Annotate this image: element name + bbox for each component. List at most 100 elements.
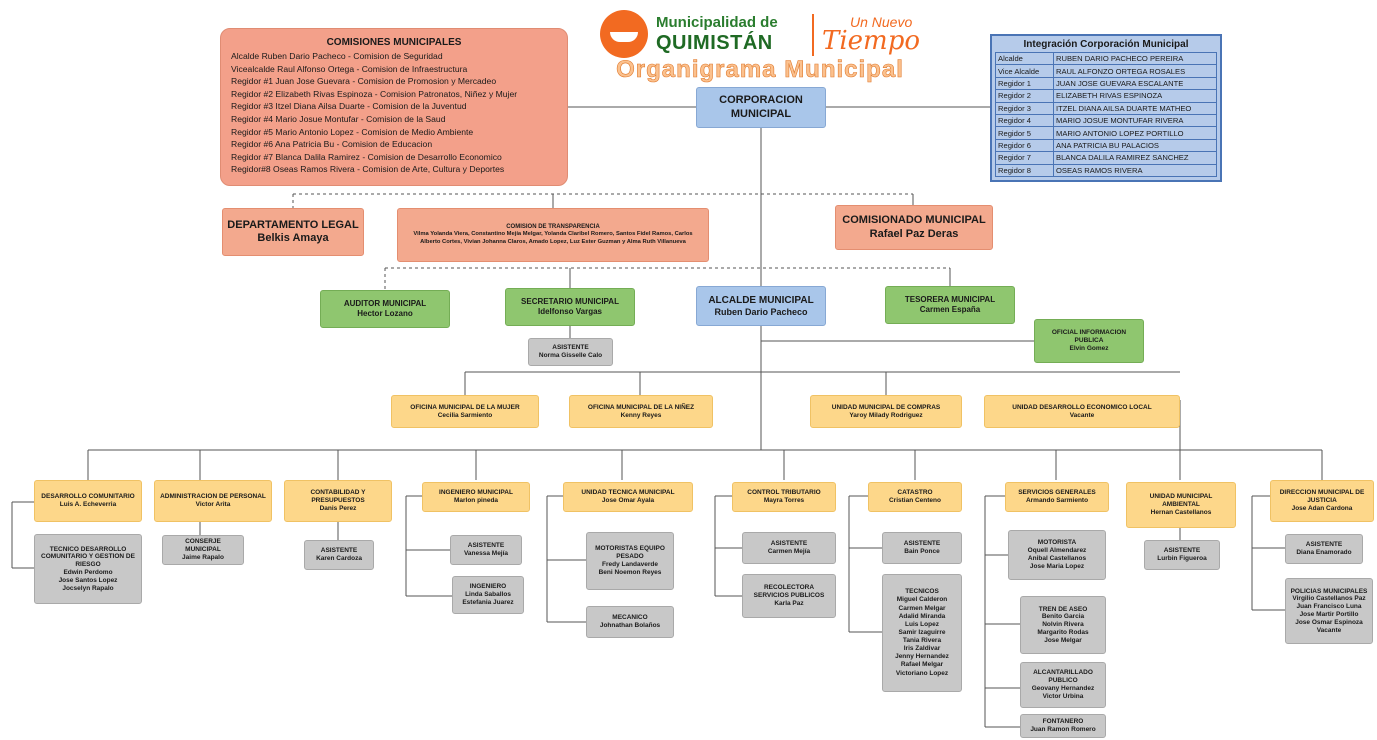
node-title: INGENIERO MUNICIPAL [439, 489, 513, 497]
role-cell: Regidor 4 [995, 113, 1054, 128]
node-ingeniero-ingenieros: INGENIERO Linda Saballos Estefania Juare… [452, 576, 524, 614]
node-title: CONSERJE MUNICIPAL [185, 538, 221, 554]
node-person: Luis A. Echeverria [59, 501, 117, 508]
comision-item: Vicealcalde Raul Alfonso Ortega - Comisi… [231, 63, 468, 74]
node-title: ASISTENTE [903, 540, 941, 548]
role-cell: Regidor 6 [995, 138, 1054, 153]
node-auditor-municipal: AUDITOR MUNICIPAL Hector Lozano [320, 290, 450, 328]
node-title: MECANICO [612, 614, 648, 622]
node-member: Victoriano Lopez [895, 669, 949, 677]
node-person: Karla Paz [774, 599, 804, 607]
node-member: Beni Noemon Reyes [598, 568, 662, 576]
node-member: Estefania Juarez [462, 598, 514, 606]
node-person: Armando Sarmiento [1025, 497, 1089, 504]
node-title: ALCALDE MUNICIPAL [708, 294, 814, 306]
role-cell: Regidor 8 [995, 163, 1054, 177]
role-cell: Regidor 7 [995, 151, 1054, 165]
node-title: OFICINA MUNICIPAL DE LA MUJER [410, 403, 520, 411]
node-member: Jose Melgar [1044, 636, 1082, 644]
node-member: Juan Francisco Luna [1296, 603, 1362, 611]
node-member: Margarito Rodas [1037, 628, 1089, 636]
name-cell: JUAN JOSE GUEVARA ESCALANTE [1053, 76, 1217, 91]
node-title: OFICIAL INFORMACION PUBLICA [1051, 329, 1127, 345]
comision-item: Regidor #3 Itzel Diana Ailsa Duarte - Co… [231, 101, 467, 112]
node-recolectora: RECOLECTORA SERVICIOS PUBLICOS Karla Paz [742, 574, 836, 618]
node-unidad-compras: UNIDAD MUNICIPAL DE COMPRAS Yaroy Milady… [810, 395, 962, 428]
node-member: Samir Izaguirre [898, 628, 946, 636]
role-cell: Regidor 3 [995, 101, 1054, 115]
node-title: UNIDAD TECNICA MUNICIPAL [581, 489, 675, 497]
node-title: CONTROL TRIBUTARIO [747, 489, 821, 497]
node-member: Vacante [1316, 626, 1342, 634]
node-member: Adalid Miranda [898, 612, 946, 620]
node-title: DIRECCION MUNICIPAL DE JUSTICIA [1279, 489, 1365, 505]
name-cell: RAUL ALFONZO ORTEGA ROSALES [1053, 64, 1217, 78]
name-cell: MARIO JOSUE MONTUFAR RIVERA [1053, 113, 1217, 128]
node-member: Luis Lopez [905, 620, 939, 628]
node-person: Carmen Mejía [767, 548, 811, 555]
comision-item: Regidor #7 Blanca Dalila Ramirez - Comis… [231, 151, 502, 162]
logo-line2: QUIMISTÁN [656, 32, 773, 54]
node-secretario-municipal: SECRETARIO MUNICIPAL Idelfonso Vargas [505, 288, 635, 326]
node-ingeniero-asistente: ASISTENTE Vanessa Mejía [450, 535, 522, 565]
node-member: Edwin Perdomo [63, 569, 113, 576]
node-title: TREN DE ASEO [1038, 605, 1088, 613]
node-person: Norma Gisselle Calo [538, 352, 603, 359]
comisiones-title: COMISIONES MUNICIPALES [326, 37, 462, 48]
node-member: Oquell Almendarez [1027, 547, 1087, 555]
node-title: POLICIAS MUNICIPALES [1290, 587, 1368, 595]
node-title: INGENIERO [469, 583, 507, 591]
node-person: Cristian Centeno [888, 497, 941, 504]
comision-item: Regidor #4 Mario Josue Montufar - Comisi… [231, 113, 446, 124]
node-member: Jose Martir Portillo [1299, 611, 1359, 618]
role-cell: Alcalde [995, 51, 1054, 66]
node-title: UNIDAD DESARROLLO ECONOMICO LOCAL [1012, 403, 1152, 411]
node-departamento-legal: DEPARTAMENTO LEGAL Belkis Amaya [222, 208, 364, 256]
node-tecnicos-catastro: TECNICOS Miguel Calderon Carmen Melgar A… [882, 574, 962, 692]
node-title: MOTORISTA [1037, 539, 1077, 547]
node-member: Tania Rivera [902, 637, 942, 645]
node-unidad-tecnica-municipal: UNIDAD TECNICA MUNICIPAL Jose Omar Ayala [563, 482, 693, 512]
comision-item: Alcalde Ruben Dario Pacheco - Comision d… [231, 51, 443, 61]
node-oficina-mujer: OFICINA MUNICIPAL DE LA MUJER Cecilia Sa… [391, 395, 539, 428]
node-title: ASISTENTE [770, 540, 808, 548]
node-motorista-servicios: MOTORISTA Oquell Almendarez Anibal Caste… [1008, 530, 1106, 580]
node-title: ASISTENTE [320, 547, 358, 555]
name-cell: OSEAS RAMOS RIVERA [1053, 163, 1217, 177]
node-title: MOTORISTAS EQUIPO PESADO [595, 545, 665, 561]
municipality-logo: Municipalidad de QUIMISTÁN Un Nuevo Tiem… [600, 10, 930, 62]
comision-item: Regidor #1 Juan Jose Guevara - Comision … [231, 76, 497, 87]
logo-separator [812, 14, 814, 56]
node-person: Lurbin Figueroa [1157, 555, 1207, 562]
node-oficina-ninez: OFICINA MUNICIPAL DE LA NIÑEZ Kenny Reye… [569, 395, 713, 428]
node-member: Victor Urbina [1042, 692, 1084, 700]
node-member: Linda Saballos [465, 591, 511, 599]
node-tesorera-municipal: TESORERA MUNICIPAL Carmen España [885, 286, 1015, 324]
integracion-title: Integración Corporación Municipal [1023, 39, 1189, 50]
role-cell: Regidor 1 [995, 76, 1054, 91]
node-person: Hector Lozano [357, 309, 413, 318]
node-person: Idelfonso Vargas [537, 307, 603, 316]
node-comisionado-municipal: COMISIONADO MUNICIPAL Rafael Paz Deras [835, 205, 993, 250]
node-catastro: CATASTRO Cristian Centeno [868, 482, 962, 512]
node-conserje-municipal: CONSERJE MUNICIPAL Jaime Rapalo [162, 535, 244, 565]
node-title: COMISIONADO MUNICIPAL [842, 214, 986, 227]
node-desarrollo-comunitario: DESARROLLO COMUNITARIO Luis A. Echeverri… [34, 480, 142, 522]
node-member: Jose Santos Lopez [58, 576, 118, 584]
node-person: Bain Ponce [904, 548, 940, 555]
node-secretario-asistente: ASISTENTE Norma Gisselle Calo [528, 338, 613, 366]
node-person: Hernan Castellanos [1150, 508, 1212, 516]
node-corporacion-municipal: CORPORACION MUNICIPAL [696, 87, 826, 128]
node-mecanico: MECANICO Johnathan Bolaños [586, 606, 674, 638]
node-person: Juan Ramon Romero [1030, 726, 1096, 733]
node-title: ADMINISTRACION DE PERSONAL [160, 493, 266, 501]
node-member: Iris Zaldivar [903, 645, 941, 653]
tagline-2: Tiempo [822, 26, 920, 56]
node-title: CORPORACION MUNICIPAL [719, 94, 803, 120]
logo-line1: Municipalidad de [656, 14, 778, 31]
